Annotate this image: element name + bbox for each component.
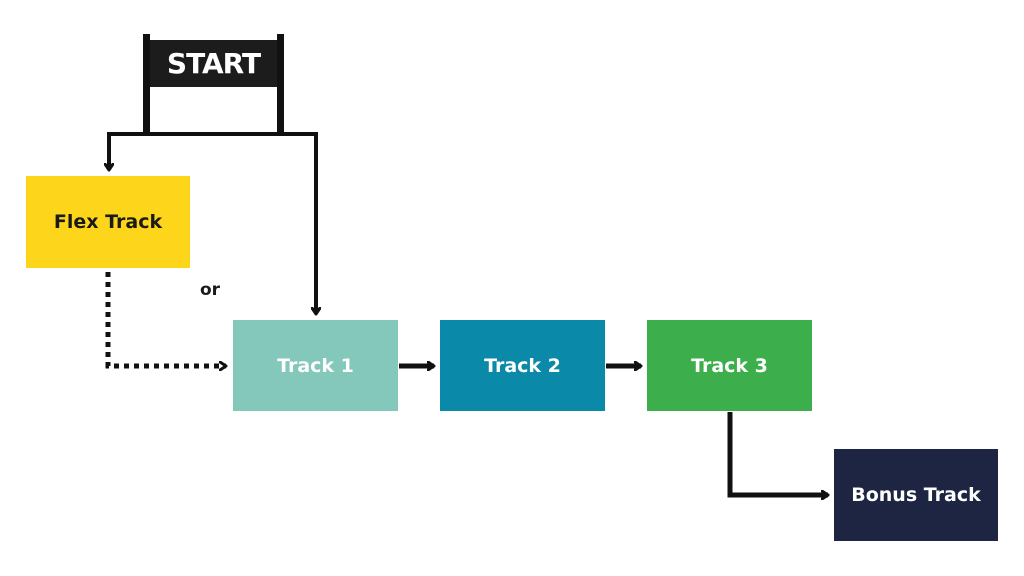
track-3-label: Track 3 <box>691 354 768 377</box>
bonus-track-node: Bonus Track <box>834 449 998 541</box>
edge-flex-track1-dotted <box>105 272 226 366</box>
start-banner: START <box>150 40 277 87</box>
track-3-node: Track 3 <box>647 320 812 411</box>
flex-track-label: Flex Track <box>53 211 163 233</box>
track-1-node: Track 1 <box>233 320 398 411</box>
start-pole-right <box>277 34 284 134</box>
track-2-label: Track 2 <box>484 354 561 377</box>
track-1-label: Track 1 <box>277 354 354 377</box>
or-label: or <box>200 280 221 300</box>
edge-track3-bonus <box>727 412 828 495</box>
bonus-track-label: Bonus Track <box>851 484 981 506</box>
start-pole-left <box>143 34 150 134</box>
flex-track-node: Flex Track <box>26 176 190 268</box>
track-2-node: Track 2 <box>440 320 605 411</box>
